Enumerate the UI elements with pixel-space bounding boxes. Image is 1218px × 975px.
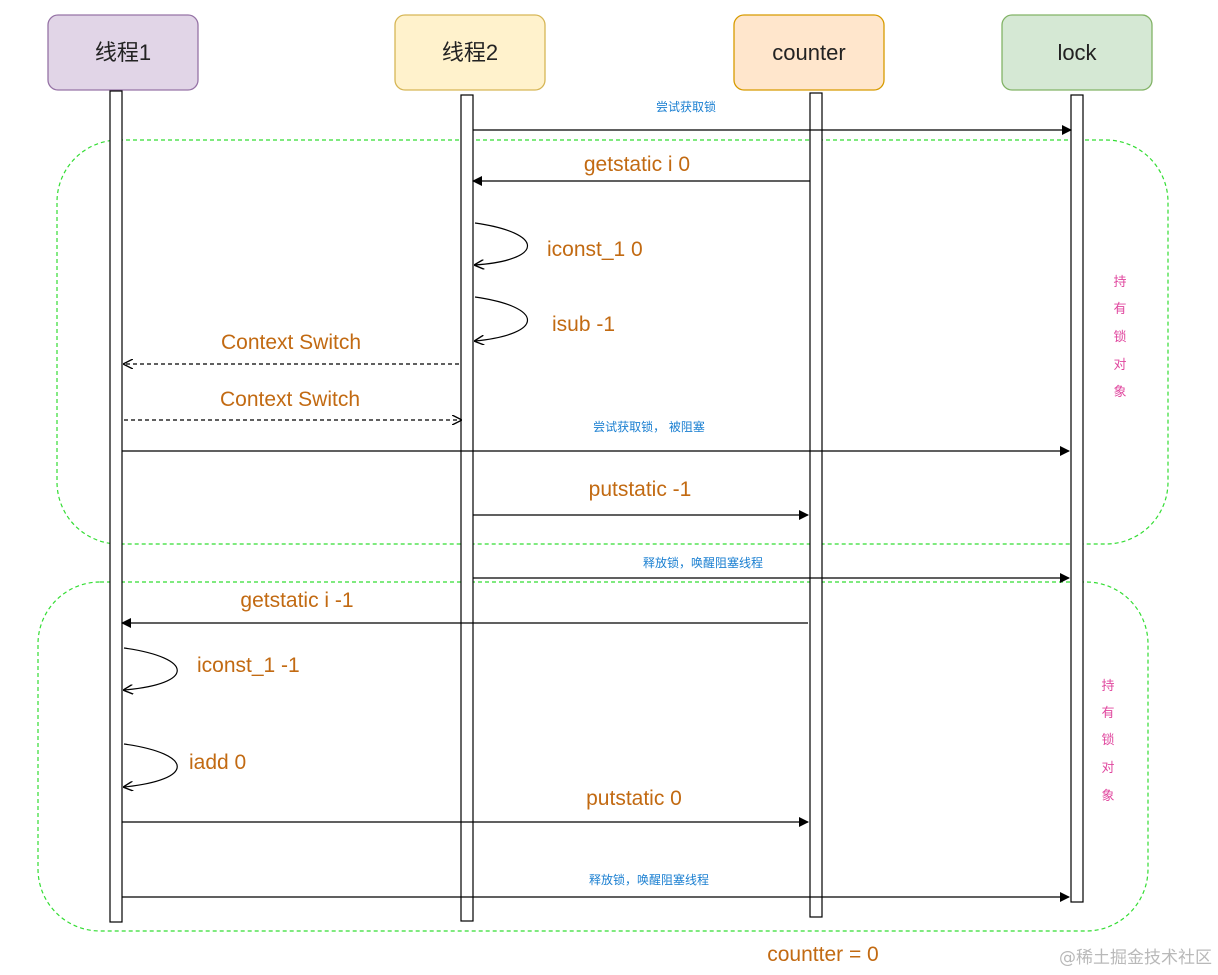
loop-iadd bbox=[124, 743, 178, 787]
lifeline-lock bbox=[1070, 94, 1084, 903]
participant-t1: 线程1 bbox=[47, 14, 199, 91]
msg-iadd: iadd 0 bbox=[189, 751, 246, 774]
hold-label-2-char: 有 bbox=[1101, 706, 1114, 721]
participant-t2: 线程2 bbox=[394, 14, 546, 91]
msg-try-lock: 尝试获取锁 bbox=[656, 99, 716, 114]
participant-counter-box bbox=[733, 14, 885, 91]
participant-lock-box bbox=[1001, 14, 1153, 91]
lifeline-t2 bbox=[460, 94, 474, 922]
watermark: @稀土掘金技术社区 bbox=[1059, 948, 1212, 968]
hold-label-2-char: 锁 bbox=[1101, 732, 1114, 748]
hold-label-2-char: 持 bbox=[1101, 679, 1114, 694]
participant-counter-label: counter bbox=[772, 40, 845, 65]
msg-iconst-1-m1: iconst_1 -1 bbox=[197, 654, 300, 677]
participant-t1-box bbox=[47, 14, 199, 91]
msg-context-switch-1: Context Switch bbox=[221, 331, 361, 354]
msg-iconst-1-0: iconst_1 0 bbox=[547, 238, 643, 261]
lifeline-t1 bbox=[109, 90, 123, 923]
hold-region-2 bbox=[37, 581, 1149, 932]
msg-getstatic-0: getstatic i 0 bbox=[584, 153, 690, 176]
hold-label-1-char: 锁 bbox=[1113, 329, 1126, 345]
msg-release-1: 释放锁，唤醒阻塞线程 bbox=[643, 555, 763, 570]
loop-iconst-1-m1 bbox=[124, 647, 178, 690]
msg-release-2: 释放锁，唤醒阻塞线程 bbox=[589, 872, 709, 887]
msg-getstatic-m1: getstatic i -1 bbox=[240, 589, 353, 612]
participant-lock-label: lock bbox=[1057, 40, 1097, 65]
hold-label-1-char: 对 bbox=[1113, 358, 1126, 373]
loop-isub bbox=[475, 296, 528, 341]
lifeline-counter bbox=[809, 92, 823, 918]
hold-label-2: 持 有 锁 对 象 bbox=[1101, 679, 1114, 804]
result-label: countter = 0 bbox=[767, 943, 879, 966]
hold-label-2-char: 对 bbox=[1101, 761, 1114, 776]
hold-label-1-char: 象 bbox=[1113, 385, 1126, 400]
hold-label-1: 持 有 锁 对 象 bbox=[1113, 275, 1126, 400]
participant-t2-label: 线程2 bbox=[442, 40, 498, 65]
hold-region-1 bbox=[56, 139, 1169, 545]
msg-try-lock-blocked: 尝试获取锁， 被阻塞 bbox=[593, 419, 705, 434]
participant-t1-label: 线程1 bbox=[95, 40, 151, 65]
participant-counter: counter bbox=[733, 14, 885, 91]
loop-iconst-1-0 bbox=[475, 222, 528, 265]
participant-t2-box bbox=[394, 14, 546, 91]
hold-label-1-char: 有 bbox=[1113, 302, 1126, 317]
participant-lock: lock bbox=[1001, 14, 1153, 91]
msg-putstatic-0: putstatic 0 bbox=[586, 787, 682, 810]
msg-putstatic-m1: putstatic -1 bbox=[589, 478, 692, 501]
hold-label-2-char: 象 bbox=[1101, 789, 1114, 804]
msg-isub: isub -1 bbox=[552, 313, 615, 336]
hold-label-1-char: 持 bbox=[1113, 275, 1126, 290]
msg-context-switch-2: Context Switch bbox=[220, 388, 360, 411]
